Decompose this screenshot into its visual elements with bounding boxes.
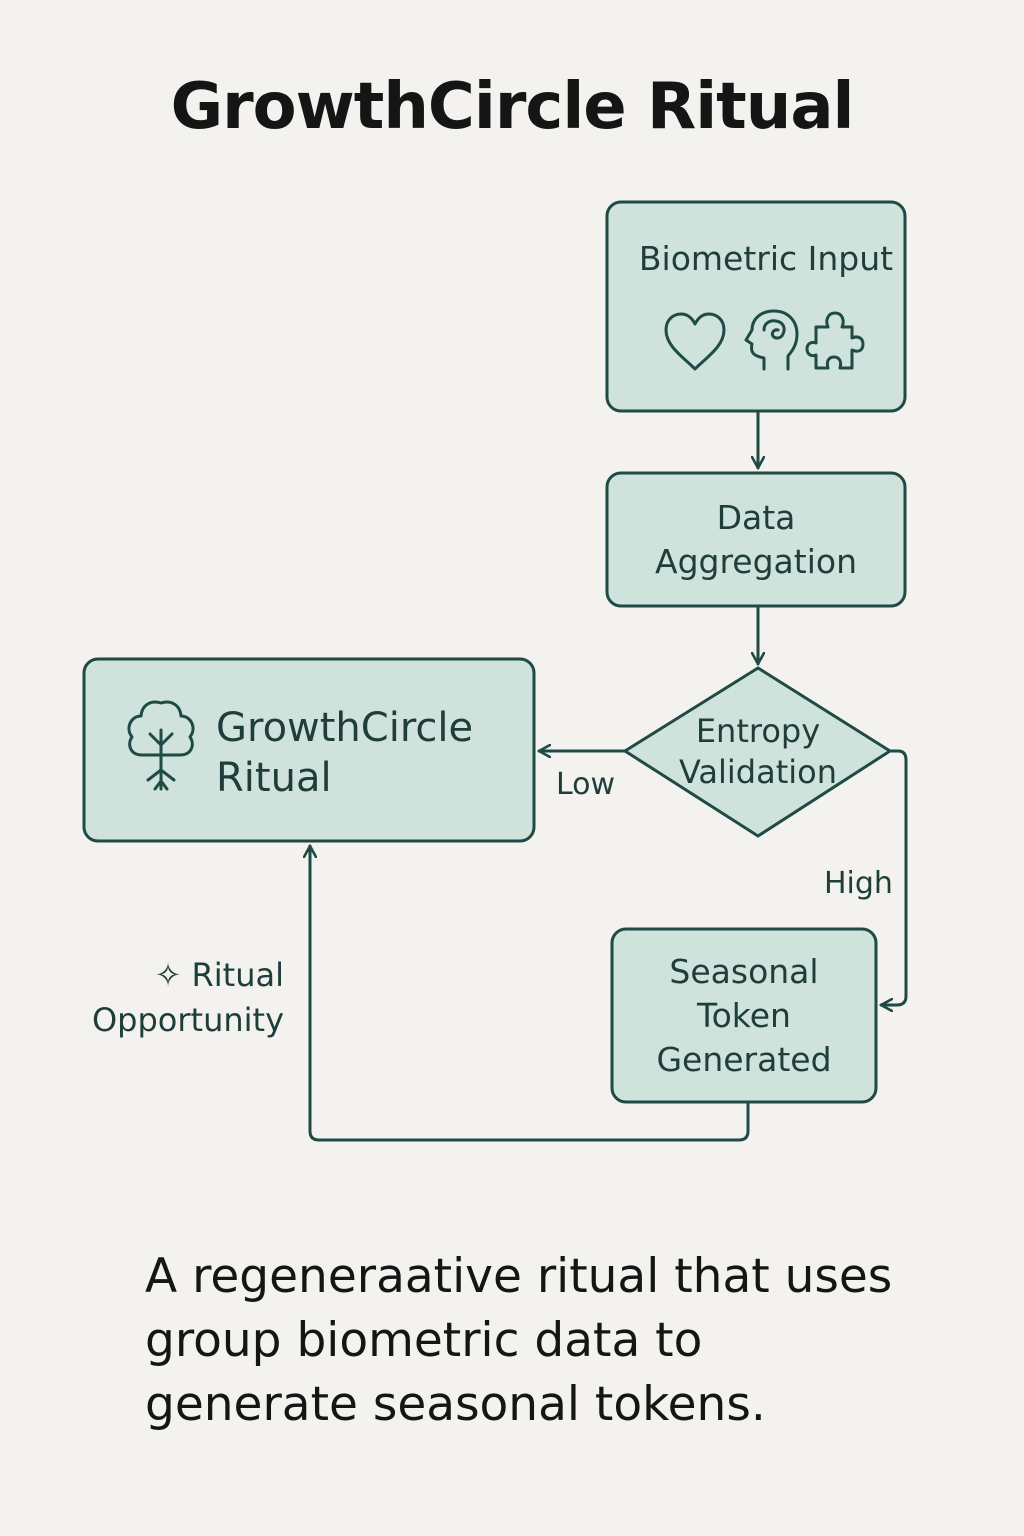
ritual-opportunity-line-2: Opportunity [91,1001,284,1039]
tree-icon [127,700,195,791]
entropy-validation-line-2: Validation [678,753,837,791]
arrow-token-to-ritual [310,844,750,1142]
ritual-opportunity-line-1: ✧ Ritual [60,953,284,998]
low-edge-label: Low [556,767,616,802]
arrow-entropy-high-to-token [879,749,908,1005]
high-edge-label: High [824,866,893,901]
seasonal-token-label: Seasonal Token Generated [612,950,876,1082]
entropy-validation-node [622,666,893,838]
page-title: GrowthCircle Ritual [170,70,855,144]
head-brain-icon [744,309,799,371]
growthcircle-ritual-line-2: Ritual [216,755,332,801]
seasonal-token-line-2: Token [697,996,791,1035]
seasonal-token-line-1: Seasonal [669,952,819,991]
sparkle-icon: ✧ [154,956,182,994]
ritual-opportunity-text-1: Ritual [191,956,284,994]
heart-icon [664,312,726,371]
data-aggregation-label: Data Aggregation [607,496,905,584]
growthcircle-ritual-label: GrowthCircle Ritual [216,703,526,803]
seasonal-token-line-3: Generated [656,1040,832,1079]
growthcircle-ritual-node [82,657,536,843]
growthcircle-ritual-line-1: GrowthCircle [216,705,474,751]
seasonal-token-node [610,927,878,1104]
biometric-input-node [605,200,907,413]
entropy-validation-label: Entropy Validation [648,711,868,793]
data-aggregation-node [605,471,907,608]
puzzle-piece-icon [805,311,865,370]
data-aggregation-line-2: Aggregation [655,542,857,581]
data-aggregation-line-1: Data [716,498,796,537]
ritual-opportunity-label: ✧ Ritual Opportunity [60,953,284,1043]
description-caption: A regeneraative ritual that uses group b… [145,1249,893,1432]
biometric-input-label: Biometric Input [638,239,894,278]
entropy-validation-line-1: Entropy [695,712,821,750]
